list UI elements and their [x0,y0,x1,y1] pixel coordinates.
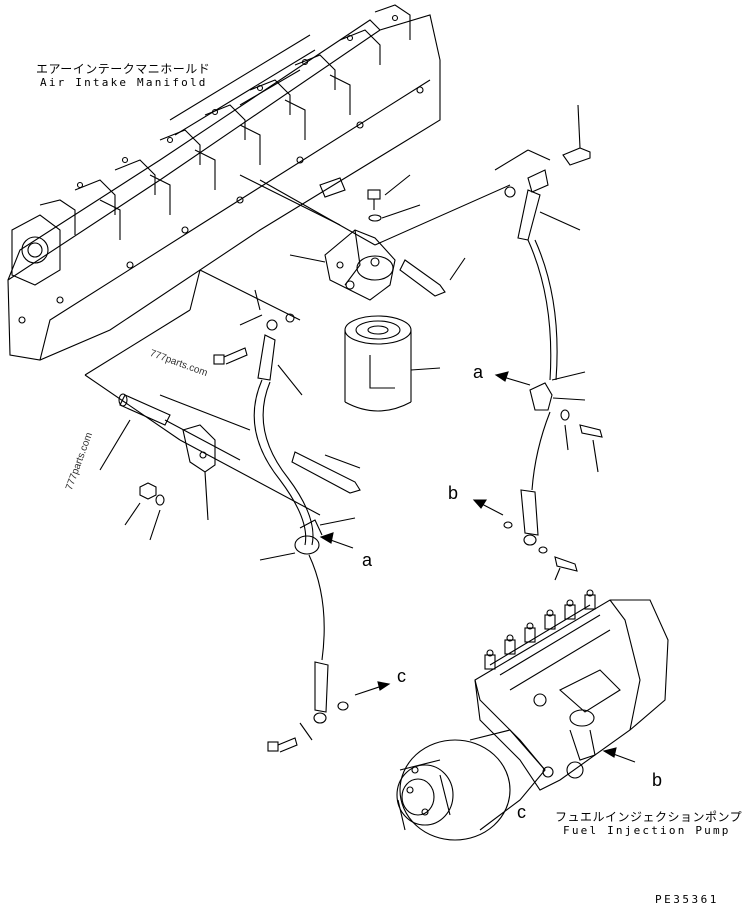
pump-label-jp: フュエルインジェクションポンプ [555,810,743,824]
callout-a-upper: a [473,362,484,382]
hose-right-lower [503,411,551,554]
hose-clip-upper [529,371,586,451]
callout-c-pump: c [517,802,526,822]
manifold-label-en: Air Intake Manifold [40,76,208,89]
filter-head-bracket [289,229,396,301]
callout-c-lower: c [397,666,406,686]
air-intake-manifold [7,4,441,361]
leader-lines [84,174,511,516]
bolt-lower-left [267,737,298,753]
bolt-right-lower [554,556,578,581]
pump-label-en: Fuel Injection Pump [563,824,731,837]
fuel-injection-pump [396,589,669,841]
delivery-valves [484,589,596,670]
hose-lower [299,661,349,741]
callout-arrows [319,371,636,763]
hose-left-assembly [239,289,314,546]
washer-small [368,204,421,222]
bolt-right-mid [579,424,603,473]
hose-right-assembly [494,149,581,381]
bolt-top-right [562,104,591,166]
callout-b-upper: b [448,483,459,503]
fuel-filter-cartridge [344,315,441,412]
callout-a-lower: a [362,550,373,570]
drawing-code: PE35361 [655,893,719,906]
banjo-fitting-lower [259,517,356,661]
spacer-tube [99,393,171,471]
pipe-bracket [182,424,216,521]
long-bolt-lower [291,451,361,494]
manifold-label-jp: エアーインテークマニホールド [36,62,211,76]
nut-and-washer [124,482,165,541]
long-bolt-bracket [399,257,466,297]
small-bolt [367,174,411,210]
callout-b-pump: b [652,770,663,790]
bolt-left [213,347,248,365]
